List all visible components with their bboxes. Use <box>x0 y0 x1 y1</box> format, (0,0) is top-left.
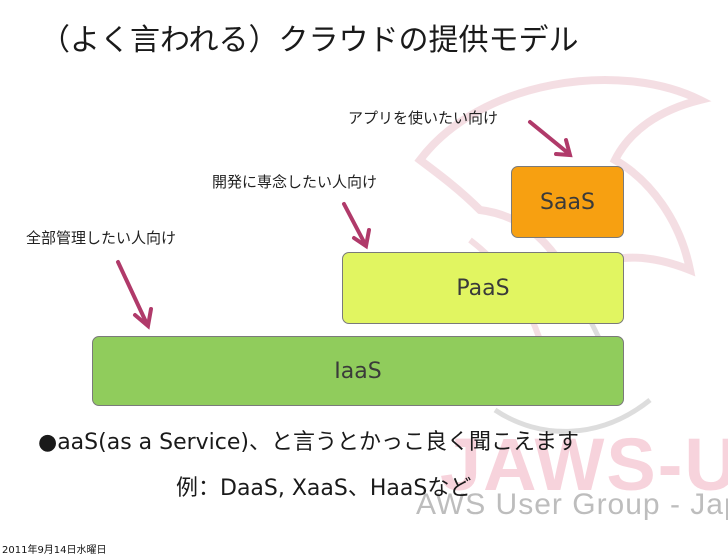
saas-box-label: SaaS <box>540 189 595 215</box>
pink-chalk-arrow-icon <box>528 120 573 158</box>
slide-date: 2011年9月14日水曜日 <box>2 545 107 556</box>
paas-box-label: PaaS <box>456 275 510 301</box>
iaas-box-label: IaaS <box>334 358 382 384</box>
saas-target-label: アプリを使いたい向け <box>348 109 499 127</box>
example-text: 例：DaaS, XaaS、HaaSなど <box>176 476 472 501</box>
saas-box: SaaS <box>511 166 624 238</box>
watermark-logo: JAWS-UG <box>440 423 728 506</box>
iaas-box: IaaS <box>92 336 624 406</box>
bullet-text: ●aaS(as a Service)、と言うとかっこ良く聞こえます <box>38 430 580 455</box>
pink-chalk-arrow-icon <box>342 202 371 250</box>
iaas-target-label: 全部管理したい人向け <box>26 229 177 247</box>
paas-target-label: 開発に専念したい人向け <box>212 173 378 191</box>
pink-chalk-arrow-icon <box>116 260 153 330</box>
slide-title: （よく言われる）クラウドの提供モデル <box>40 23 579 58</box>
watermark-subtitle: AWS User Group - Japan <box>416 488 728 521</box>
paas-box: PaaS <box>342 252 624 324</box>
